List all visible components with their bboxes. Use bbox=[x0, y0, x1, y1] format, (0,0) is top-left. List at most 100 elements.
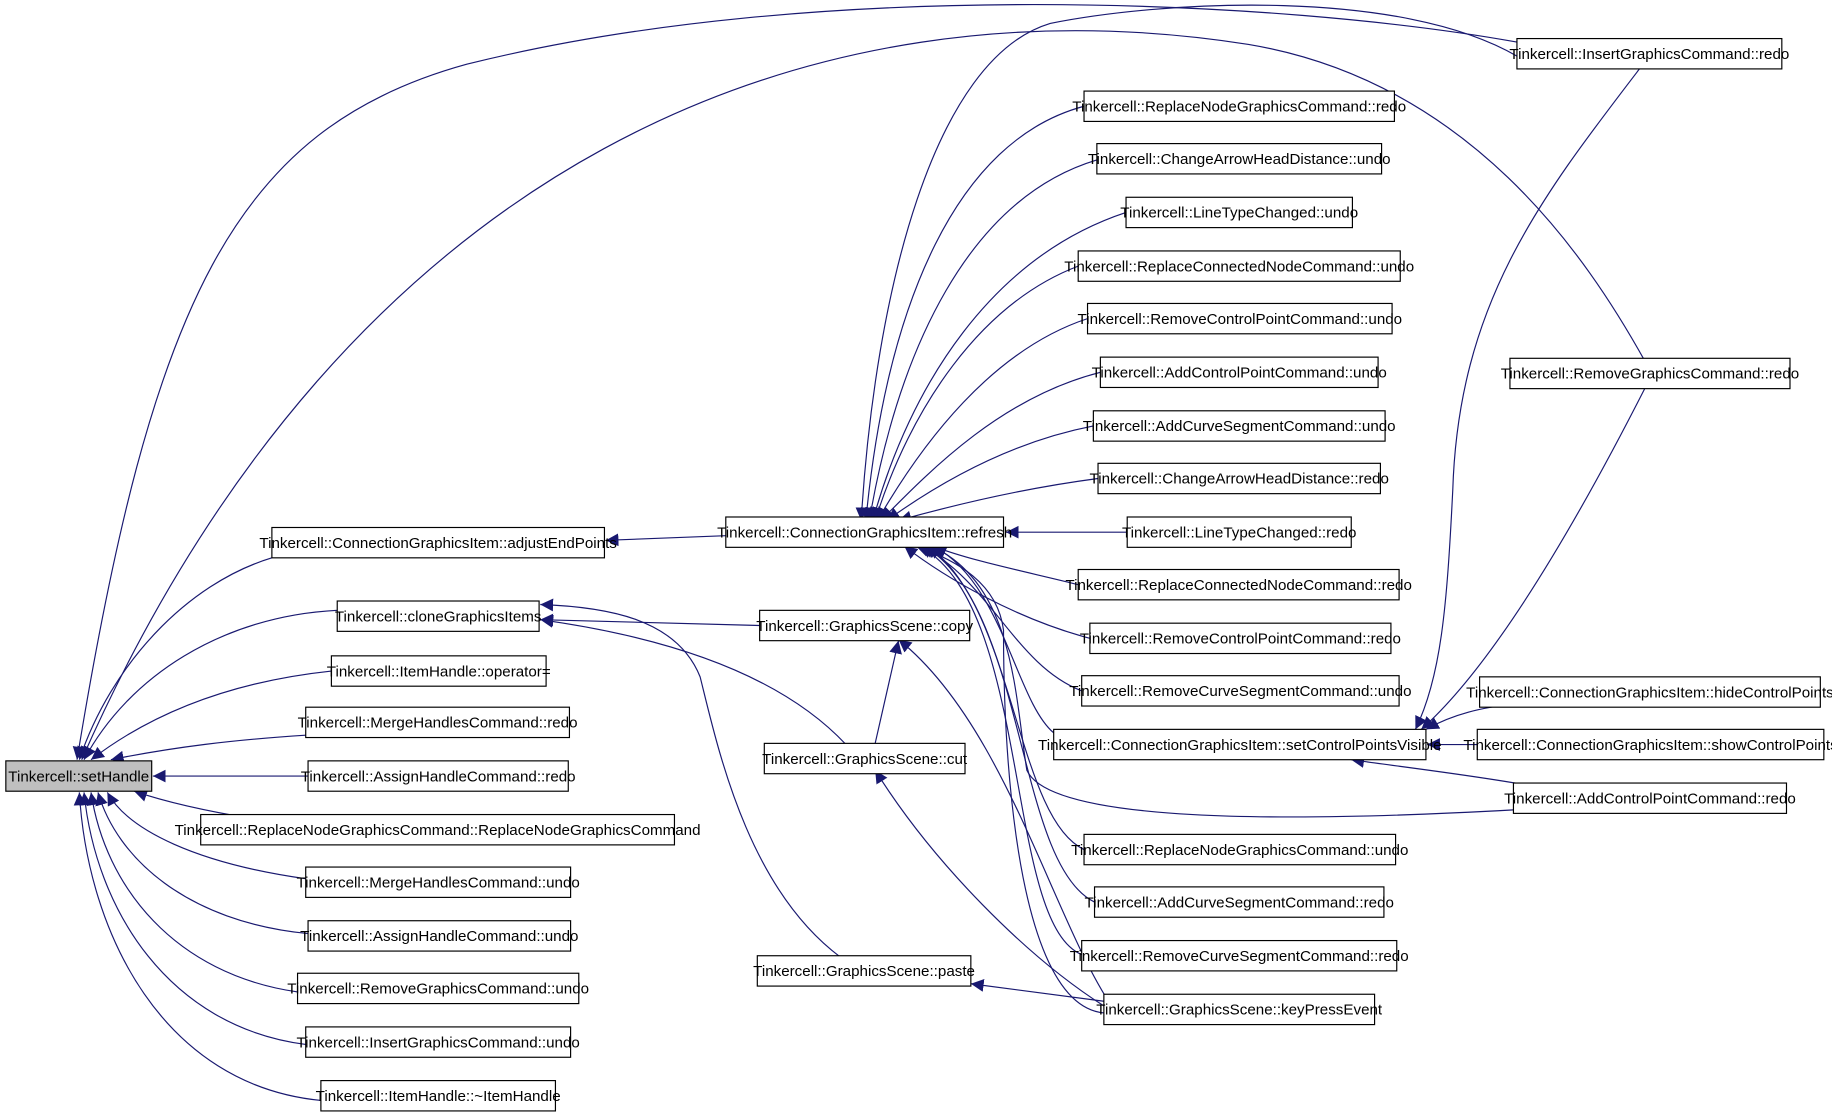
edge bbox=[1414, 68, 1640, 730]
node-label: Tinkercell::RemoveCurveSegmentCommand::r… bbox=[1070, 948, 1409, 965]
edge bbox=[880, 371, 1101, 521]
node-merge-handles-undo[interactable]: Tinkercell::MergeHandlesCommand::undo bbox=[296, 866, 580, 898]
edge bbox=[95, 792, 309, 935]
edge bbox=[855, 4, 1518, 521]
node-line-type-redo[interactable]: Tinkercell::LineTypeChanged::redo bbox=[1122, 516, 1357, 548]
node-label: Tinkercell::RemoveControlPointCommand::u… bbox=[1078, 311, 1403, 328]
edge bbox=[870, 211, 1127, 521]
node-label: Tinkercell::RemoveGraphicsCommand::undo bbox=[287, 981, 589, 998]
node-remove-graphics-redo[interactable]: Tinkercell::RemoveGraphicsCommand::redo bbox=[1501, 357, 1799, 390]
node-label: Tinkercell::GraphicsScene::cut bbox=[762, 751, 968, 768]
edge bbox=[923, 545, 1095, 903]
node-replace-node-ctor[interactable]: Tinkercell::ReplaceNodeGraphicsCommand::… bbox=[175, 813, 701, 846]
node-label: Tinkercell::ReplaceConnectedNodeCommand:… bbox=[1064, 258, 1414, 275]
node-remove-ctrl-undo[interactable]: Tinkercell::RemoveControlPointCommand::u… bbox=[1078, 302, 1403, 335]
edge bbox=[865, 159, 1098, 521]
node-label: Tinkercell::ConnectionGraphicsItem::hide… bbox=[1466, 684, 1832, 701]
edge bbox=[106, 792, 306, 880]
node-label: Tinkercell::AddControlPointCommand::undo bbox=[1092, 365, 1387, 382]
node-scene-cut[interactable]: Tinkercell::GraphicsScene::cut bbox=[762, 742, 968, 775]
node-label: Tinkercell::ReplaceNodeGraphicsCommand::… bbox=[1071, 842, 1408, 859]
edge bbox=[970, 979, 1104, 1002]
node-add-ctrl-redo[interactable]: Tinkercell::AddControlPointCommand::redo bbox=[1504, 782, 1796, 814]
edge bbox=[605, 533, 726, 547]
node-label: Tinkercell::AddCurveSegmentCommand::redo bbox=[1085, 894, 1394, 911]
node-key-press-event[interactable]: Tinkercell::GraphicsScene::keyPressEvent bbox=[1096, 993, 1383, 1026]
edge bbox=[930, 545, 1514, 818]
node-item-handle-operator[interactable]: Tinkercell::ItemHandle::operator= bbox=[327, 655, 551, 687]
node-insert-graphics-redo[interactable]: Tinkercell::InsertGraphicsCommand::redo bbox=[1509, 37, 1789, 70]
edge bbox=[876, 318, 1088, 521]
node-label: Tinkercell::AssignHandleCommand::redo bbox=[301, 768, 576, 785]
node-adjust-end-points[interactable]: Tinkercell::ConnectionGraphicsItem::adju… bbox=[259, 526, 617, 559]
node-label: Tinkercell::cloneGraphicsItems bbox=[335, 608, 542, 625]
node-replace-conn-redo[interactable]: Tinkercell::ReplaceConnectedNodeCommand:… bbox=[1065, 568, 1412, 601]
node-layer: Tinkercell::setHandle Tinkercell::Connec… bbox=[5, 37, 1832, 1112]
edge bbox=[540, 598, 841, 958]
edge bbox=[874, 769, 1105, 1007]
node-assign-handle-undo[interactable]: Tinkercell::AssignHandleCommand::undo bbox=[300, 920, 578, 952]
node-label: Tinkercell::ReplaceNodeGraphicsCommand::… bbox=[1072, 99, 1406, 116]
node-replace-node-redo[interactable]: Tinkercell::ReplaceNodeGraphicsCommand::… bbox=[1072, 90, 1406, 123]
node-line-type-undo[interactable]: Tinkercell::LineTypeChanged::undo bbox=[1120, 196, 1358, 229]
edge bbox=[540, 615, 847, 745]
edge bbox=[83, 609, 338, 760]
node-scene-paste[interactable]: Tinkercell::GraphicsScene::paste bbox=[753, 955, 975, 987]
edge bbox=[933, 545, 1055, 734]
edge bbox=[540, 613, 760, 627]
node-label: Tinkercell::GraphicsScene::keyPressEvent bbox=[1096, 1002, 1383, 1019]
node-add-ctrl-undo[interactable]: Tinkercell::AddControlPointCommand::undo bbox=[1092, 356, 1387, 389]
node-label: Tinkercell::ChangeArrowHeadDistance::red… bbox=[1090, 471, 1389, 488]
node-label: Tinkercell::ConnectionGraphicsItem::adju… bbox=[259, 535, 617, 552]
node-replace-conn-undo[interactable]: Tinkercell::ReplaceConnectedNodeCommand:… bbox=[1064, 250, 1414, 282]
edge bbox=[86, 792, 298, 993]
node-label: Tinkercell::InsertGraphicsCommand::redo bbox=[1509, 46, 1789, 63]
edge bbox=[860, 105, 1085, 521]
node-label: Tinkercell::GraphicsScene::paste bbox=[753, 963, 975, 980]
node-clone-graphics-items[interactable]: Tinkercell::cloneGraphicsItems bbox=[335, 600, 542, 632]
edge bbox=[886, 425, 1094, 521]
node-assign-handle-redo[interactable]: Tinkercell::AssignHandleCommand::redo bbox=[301, 760, 576, 792]
node-show-ctrl[interactable]: Tinkercell::ConnectionGraphicsItem::show… bbox=[1463, 728, 1832, 761]
edge bbox=[78, 792, 306, 1046]
node-label: Tinkercell::ItemHandle::~ItemHandle bbox=[316, 1088, 561, 1105]
edge bbox=[874, 640, 902, 744]
node-label: Tinkercell::RemoveControlPointCommand::r… bbox=[1080, 631, 1401, 648]
node-label: Tinkercell::AddCurveSegmentCommand::undo bbox=[1083, 418, 1396, 435]
node-insert-graphics-undo[interactable]: Tinkercell::InsertGraphicsCommand::undo bbox=[296, 1026, 580, 1058]
node-label: Tinkercell::LineTypeChanged::undo bbox=[1120, 205, 1358, 222]
node-arrow-head-undo[interactable]: Tinkercell::ChangeArrowHeadDistance::und… bbox=[1088, 143, 1391, 175]
node-refresh[interactable]: Tinkercell::ConnectionGraphicsItem::refr… bbox=[717, 516, 1012, 548]
node-label: Tinkercell::ReplaceConnectedNodeCommand:… bbox=[1065, 577, 1412, 594]
node-label: Tinkercell::MergeHandlesCommand::undo bbox=[296, 874, 579, 891]
edge bbox=[903, 545, 1091, 639]
node-remove-curve-redo[interactable]: Tinkercell::RemoveCurveSegmentCommand::r… bbox=[1070, 939, 1409, 972]
node-label: Tinkercell::MergeHandlesCommand::redo bbox=[298, 715, 578, 732]
node-remove-ctrl-redo[interactable]: Tinkercell::RemoveControlPointCommand::r… bbox=[1080, 622, 1401, 655]
node-arrow-head-redo[interactable]: Tinkercell::ChangeArrowHeadDistance::red… bbox=[1090, 462, 1389, 495]
edge bbox=[919, 545, 1082, 956]
node-hide-ctrl[interactable]: Tinkercell::ConnectionGraphicsItem::hide… bbox=[1466, 676, 1832, 708]
node-add-curve-redo[interactable]: Tinkercell::AddCurveSegmentCommand::redo bbox=[1085, 886, 1394, 918]
edge bbox=[77, 557, 273, 760]
node-set-handle[interactable]: Tinkercell::setHandle bbox=[5, 760, 153, 792]
node-replace-node-undo[interactable]: Tinkercell::ReplaceNodeGraphicsCommand::… bbox=[1071, 833, 1408, 866]
node-label: Tinkercell::AddControlPointCommand::redo bbox=[1504, 790, 1796, 807]
edge bbox=[927, 545, 1085, 851]
node-merge-handles-redo[interactable]: Tinkercell::MergeHandlesCommand::redo bbox=[298, 706, 578, 739]
node-set-ctrl-visible[interactable]: Tinkercell::ConnectionGraphicsItem::setC… bbox=[1038, 728, 1442, 761]
node-label: Tinkercell::InsertGraphicsCommand::undo bbox=[296, 1034, 579, 1051]
node-label: Tinkercell::RemoveCurveSegmentCommand::u… bbox=[1069, 683, 1411, 700]
node-label: Tinkercell::ConnectionGraphicsItem::show… bbox=[1463, 737, 1832, 754]
edge bbox=[73, 792, 321, 1102]
node-add-curve-undo[interactable]: Tinkercell::AddCurveSegmentCommand::undo bbox=[1083, 410, 1396, 442]
node-label: Tinkercell::AssignHandleCommand::undo bbox=[300, 928, 578, 945]
node-remove-graphics-undo[interactable]: Tinkercell::RemoveGraphicsCommand::undo bbox=[287, 972, 589, 1005]
node-scene-copy[interactable]: Tinkercell::GraphicsScene::copy bbox=[756, 609, 973, 642]
edge bbox=[1420, 387, 1646, 730]
node-item-handle-dtor[interactable]: Tinkercell::ItemHandle::~ItemHandle bbox=[316, 1080, 561, 1112]
node-label: Tinkercell::GraphicsScene::copy bbox=[756, 618, 973, 635]
edge bbox=[81, 30, 1646, 760]
node-label: Tinkercell::ReplaceNodeGraphicsCommand::… bbox=[175, 822, 701, 839]
node-remove-curve-undo[interactable]: Tinkercell::RemoveCurveSegmentCommand::u… bbox=[1069, 675, 1412, 707]
